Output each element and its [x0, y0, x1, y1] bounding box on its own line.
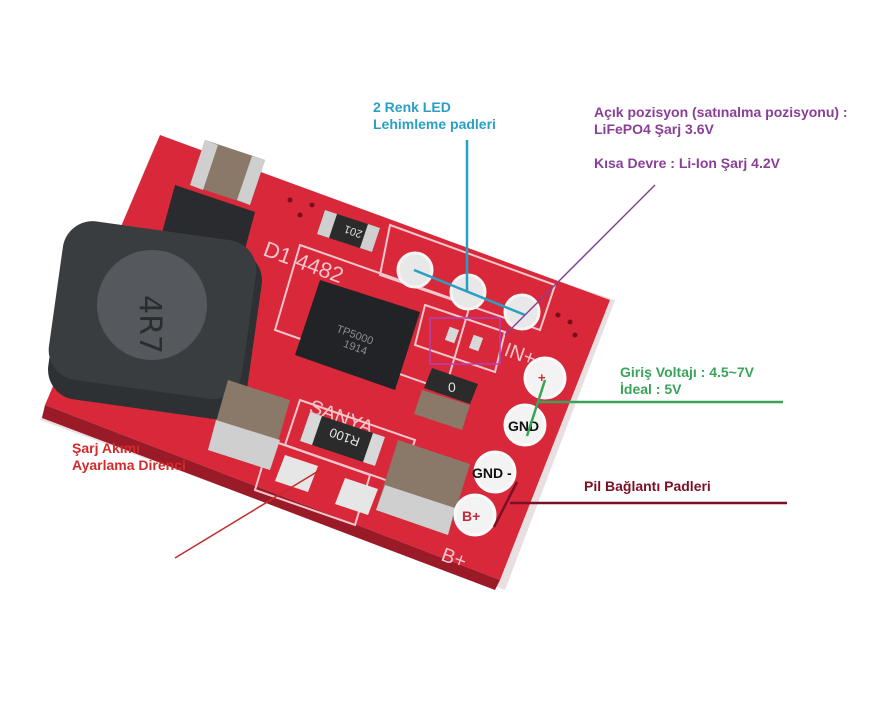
resistor-r100: R100	[300, 412, 385, 466]
led-pads-annotation: 2 Renk LED Lehimleme padleri	[373, 99, 496, 133]
mode-annotation-line1: Açık pozisyon (satınalma pozisyonu) :	[594, 104, 848, 120]
pcb-edge	[42, 405, 500, 590]
mode-annotation-line2: LiFePO4 Şarj 3.6V	[594, 121, 714, 137]
input-annotation-line2: İdeal : 5V	[620, 381, 682, 397]
mode-annotation	[429, 184, 656, 365]
pad-in-plus-label: +	[538, 370, 546, 385]
inductor: 4R7	[48, 221, 262, 420]
battery-pads-annotation: Pil Bağlantı Padleri	[584, 478, 711, 495]
charge-mode-annotation: Açık pozisyon (satınalma pozisyonu) : Li…	[594, 104, 848, 172]
input-annotation-line1: Giriş Voltajı : 4.5~7V	[620, 364, 754, 380]
led-annotation-lines	[413, 140, 526, 317]
pad-b-plus-label: B+	[462, 508, 480, 524]
tp5000-chip: TP5000 1914	[295, 280, 420, 390]
capacitor-bottom-right	[376, 440, 470, 535]
connection-pads	[453, 356, 567, 537]
capacitor-top	[190, 140, 265, 205]
mode-annotation-line3: Kısa Devre : Li-Ion Şarj 4.2V	[594, 155, 780, 171]
resistor-annotation-line1: Şarj Akımı	[72, 440, 140, 456]
pad-in-plus	[523, 356, 567, 400]
resistor-201-label: 201	[343, 222, 364, 240]
resistor-zero: 0	[424, 368, 478, 404]
pad-b-plus	[453, 493, 497, 537]
svg-text:4R7: 4R7	[132, 295, 167, 354]
led-annotation-line1: 2 Renk LED	[373, 99, 451, 115]
mode-solder-pads	[444, 326, 484, 352]
pad-gnd-minus-label: GND -	[472, 465, 512, 481]
pad-gnd-minus	[473, 450, 517, 494]
battery-annotation-lines	[492, 481, 787, 528]
input-voltage-annotation: Giriş Voltajı : 4.5~7V İdeal : 5V	[620, 364, 754, 398]
resistor-annotation-line2: Ayarlama Direnci	[72, 457, 186, 473]
battery-annotation-line1: Pil Bağlantı Padleri	[584, 478, 711, 494]
pad-gnd-label: GND	[508, 418, 539, 434]
resistor-201: 201	[317, 210, 380, 252]
capacitor-bottom-left	[208, 380, 290, 470]
capacitor-small	[414, 390, 470, 430]
resistor-annotation-line	[174, 469, 321, 559]
led-annotation-line2: Lehimleme padleri	[373, 116, 496, 132]
bottom-pads	[275, 455, 378, 515]
input-annotation-lines	[525, 379, 783, 437]
vias	[287, 197, 578, 338]
charge-current-resistor-annotation: Şarj Akımı Ayarlama Direnci	[72, 440, 186, 474]
svg-text:0: 0	[448, 379, 456, 395]
